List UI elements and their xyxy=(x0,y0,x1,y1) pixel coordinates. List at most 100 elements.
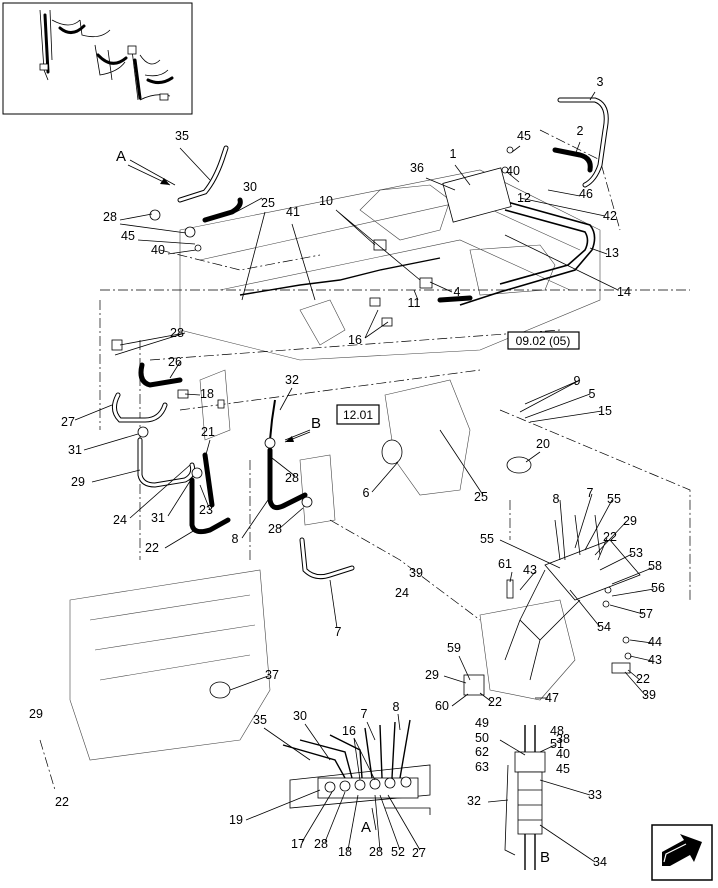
callout-30: 30 xyxy=(243,180,257,194)
callout-24: 24 xyxy=(395,586,409,600)
callout-33: 33 xyxy=(588,788,602,802)
callout-47: 47 xyxy=(545,691,559,705)
section-ref-12-01[interactable]: 12.01 xyxy=(336,404,380,425)
callout-22: 22 xyxy=(145,541,159,555)
callout-43: 43 xyxy=(648,653,662,667)
callout-52: 52 xyxy=(391,845,405,859)
callout-51: 51 xyxy=(550,737,564,751)
callout-31: 31 xyxy=(151,511,165,525)
detail-a xyxy=(282,719,431,831)
callout-37: 37 xyxy=(265,668,279,682)
callout-35: 35 xyxy=(175,129,189,143)
callout-59: 59 xyxy=(447,641,461,655)
callout-45: 45 xyxy=(556,762,570,776)
callout-49: 49 xyxy=(475,716,489,730)
callout-53: 53 xyxy=(629,546,643,560)
callout-32: 32 xyxy=(467,794,481,808)
valve-stack xyxy=(504,514,641,681)
callout-18: 18 xyxy=(200,387,214,401)
callout-39: 39 xyxy=(409,566,423,580)
callout-23: 23 xyxy=(199,503,213,517)
callout-35: 35 xyxy=(253,713,267,727)
callout-60: 60 xyxy=(435,699,449,713)
callout-28: 28 xyxy=(285,471,299,485)
callout-18: 18 xyxy=(338,845,352,859)
callout-22: 22 xyxy=(488,695,502,709)
callout-7: 7 xyxy=(587,486,594,500)
callout-4: 4 xyxy=(454,285,461,299)
view-arrows xyxy=(127,164,311,443)
callout-15: 15 xyxy=(598,404,612,418)
callout-61: 61 xyxy=(498,557,512,571)
callout-50: 50 xyxy=(475,731,489,745)
callout-29: 29 xyxy=(71,475,85,489)
detail-b xyxy=(504,725,546,870)
view-letter-a: A xyxy=(116,148,126,165)
callout-46: 46 xyxy=(579,187,593,201)
callout-8: 8 xyxy=(393,700,400,714)
callout-63: 63 xyxy=(475,760,489,774)
callout-28: 28 xyxy=(170,326,184,340)
callout-28: 28 xyxy=(369,845,383,859)
inset-thumbnail xyxy=(2,2,193,115)
callout-41: 41 xyxy=(286,205,300,219)
callout-29: 29 xyxy=(29,707,43,721)
fittings xyxy=(111,146,632,699)
callout-40: 40 xyxy=(151,243,165,257)
leader-lines xyxy=(74,91,655,863)
callout-25: 25 xyxy=(261,196,275,210)
callout-22: 22 xyxy=(636,672,650,686)
section-ref-label: 12.01 xyxy=(343,408,373,422)
callout-57: 57 xyxy=(639,607,653,621)
callout-27: 27 xyxy=(412,846,426,860)
callout-34: 34 xyxy=(593,855,607,869)
callout-14: 14 xyxy=(617,285,631,299)
callout-55: 55 xyxy=(607,492,621,506)
section-ref-09-02[interactable]: 09.02 (05) xyxy=(507,331,580,350)
view-letter-b: B xyxy=(311,415,321,432)
callout-19: 19 xyxy=(229,813,243,827)
callout-11: 11 xyxy=(408,296,421,310)
callout-56: 56 xyxy=(651,581,665,595)
callout-39: 39 xyxy=(642,688,656,702)
callout-45: 45 xyxy=(121,229,135,243)
callout-17: 17 xyxy=(291,837,305,851)
view-letter-b: B xyxy=(540,849,550,866)
callout-40: 40 xyxy=(506,164,520,178)
callout-28: 28 xyxy=(103,210,117,224)
callout-6: 6 xyxy=(363,486,370,500)
callout-24: 24 xyxy=(113,513,127,527)
callout-28: 28 xyxy=(314,837,328,851)
callout-36: 36 xyxy=(410,161,424,175)
callout-16: 16 xyxy=(342,724,356,738)
callout-32: 32 xyxy=(285,373,299,387)
callout-48: 48 xyxy=(550,724,564,738)
callout-45: 45 xyxy=(517,129,531,143)
callout-1: 1 xyxy=(450,147,457,161)
callout-62: 62 xyxy=(475,745,489,759)
callout-3: 3 xyxy=(597,75,604,89)
callout-58: 58 xyxy=(648,559,662,573)
callout-30: 30 xyxy=(293,709,307,723)
next-page-arrow-icon[interactable] xyxy=(651,824,713,881)
callout-5: 5 xyxy=(589,387,596,401)
callout-9: 9 xyxy=(574,374,581,388)
callout-16: 16 xyxy=(348,333,362,347)
callout-44: 44 xyxy=(648,635,662,649)
callout-25: 25 xyxy=(474,490,488,504)
callout-13: 13 xyxy=(605,246,619,260)
callout-40: 40 xyxy=(556,747,570,761)
callout-22: 22 xyxy=(603,530,617,544)
callout-8: 8 xyxy=(232,532,239,546)
callout-42: 42 xyxy=(603,209,617,223)
callout-2: 2 xyxy=(577,124,584,138)
callout-22: 22 xyxy=(55,795,69,809)
callout-55: 55 xyxy=(480,532,494,546)
callout-38: 38 xyxy=(556,732,570,746)
callout-27: 27 xyxy=(61,415,75,429)
callout-7: 7 xyxy=(335,625,342,639)
section-ref-label: 09.02 (05) xyxy=(516,334,571,348)
